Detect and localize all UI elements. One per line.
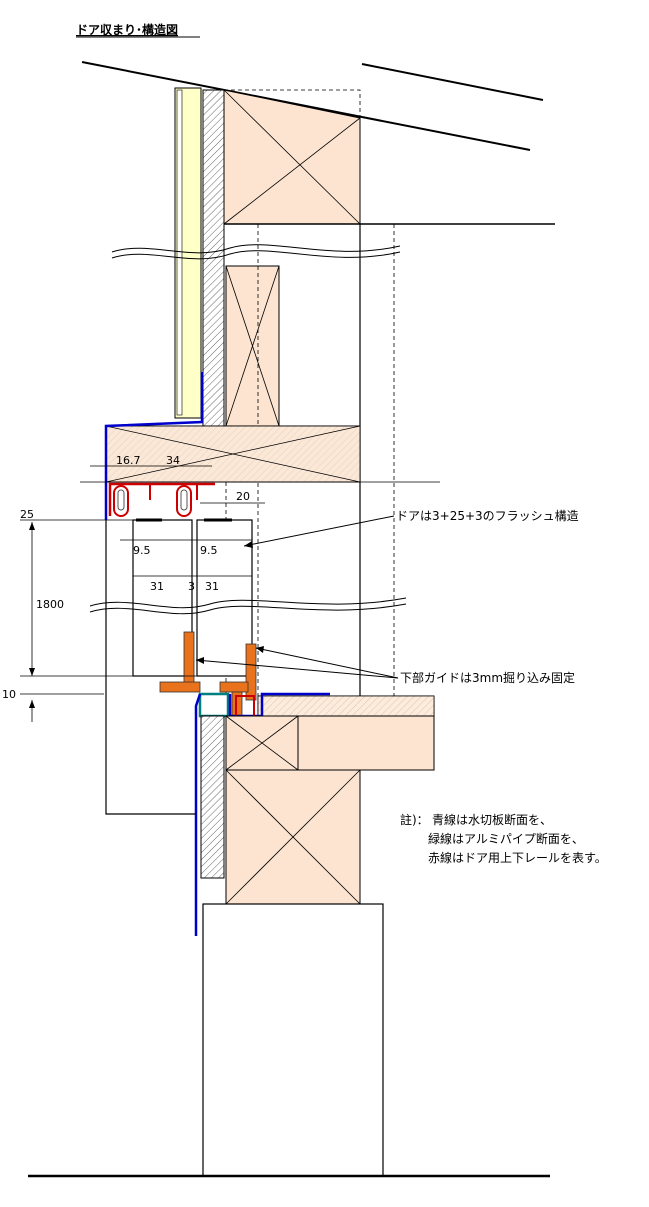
dim-16-7: 16.7: [116, 454, 141, 467]
dim-31-right: 31: [205, 580, 219, 593]
annotation-door-structure: ドアは3+25+3のフラッシュ構造: [396, 509, 579, 523]
water-drip-lower: [194, 693, 202, 936]
dim-3: 3: [188, 580, 195, 593]
note-green-label: 緑線: [428, 831, 452, 846]
leader-lower-guide-2: [255, 647, 399, 679]
aluminum-pipe: [198, 692, 230, 718]
concrete-foundation: [202, 903, 384, 1177]
dim-arrow-1800-bottom: [29, 668, 35, 676]
outer-frame-left: [105, 520, 196, 815]
roof-line-upper: [361, 63, 544, 101]
header-beam: [105, 425, 361, 483]
door-panel-left: [132, 519, 193, 677]
note-prefix: 註)：: [400, 813, 429, 827]
exterior-board-edge: [176, 89, 183, 416]
note-blue-label: 青線: [432, 812, 456, 827]
note-red-label: 赤線: [428, 850, 452, 865]
leader-door-structure: [243, 515, 395, 547]
dim-20: 20: [236, 490, 250, 503]
dim-9-5-right: 9.5: [200, 544, 218, 557]
dim-34: 34: [166, 454, 180, 467]
stud: [225, 265, 280, 427]
dim-arrow-1800-top: [29, 522, 35, 530]
drawing-title: ドア収まり･構造図: [76, 22, 178, 37]
foundation-sill: [225, 769, 361, 905]
break-line-upper-2: [111, 250, 401, 260]
dim-10: 10: [2, 688, 16, 701]
water-drip-upper: [104, 372, 204, 520]
leader-arrow-lower-guide-2: [256, 646, 264, 653]
dim-arrow-10: [29, 700, 35, 708]
dim-9-5-left: 9.5: [133, 544, 151, 557]
floor-joist: [297, 715, 435, 771]
legend-notes: 註)： 青線 は水切板断面を、 緑線 はアルミパイプ断面を、 赤線 はドア用上下…: [400, 812, 607, 865]
leader-arrow-lower-guide-1: [196, 657, 204, 664]
break-line-middle-1: [89, 597, 407, 609]
dim-1800: 1800: [36, 598, 64, 611]
top-rail: [108, 482, 215, 517]
leader-lower-guide-1: [195, 659, 399, 679]
note-red-text: はドア用上下レールを表す。: [452, 851, 607, 865]
note-green-text: はアルミパイプ断面を、: [452, 831, 584, 846]
sheathing-lower: [200, 715, 225, 879]
sill-block: [225, 715, 299, 771]
floor-board: [257, 695, 435, 717]
door-panel-right: [196, 519, 253, 677]
top-beam: [223, 89, 361, 225]
note-blue-text: は水切板断面を、: [456, 812, 552, 827]
annotation-lower-guide: 下部ガイドは3mm掘り込み固定: [400, 670, 575, 685]
leader-arrow-door-structure: [244, 541, 253, 548]
dim-31-left: 31: [150, 580, 164, 593]
top-dashed-outline: [224, 89, 361, 120]
roof-line: [81, 61, 531, 151]
break-line-upper-1: [111, 244, 401, 254]
dim-25: 25: [20, 508, 34, 521]
bottom-rail: [235, 695, 255, 716]
break-line-middle-2: [89, 603, 407, 615]
